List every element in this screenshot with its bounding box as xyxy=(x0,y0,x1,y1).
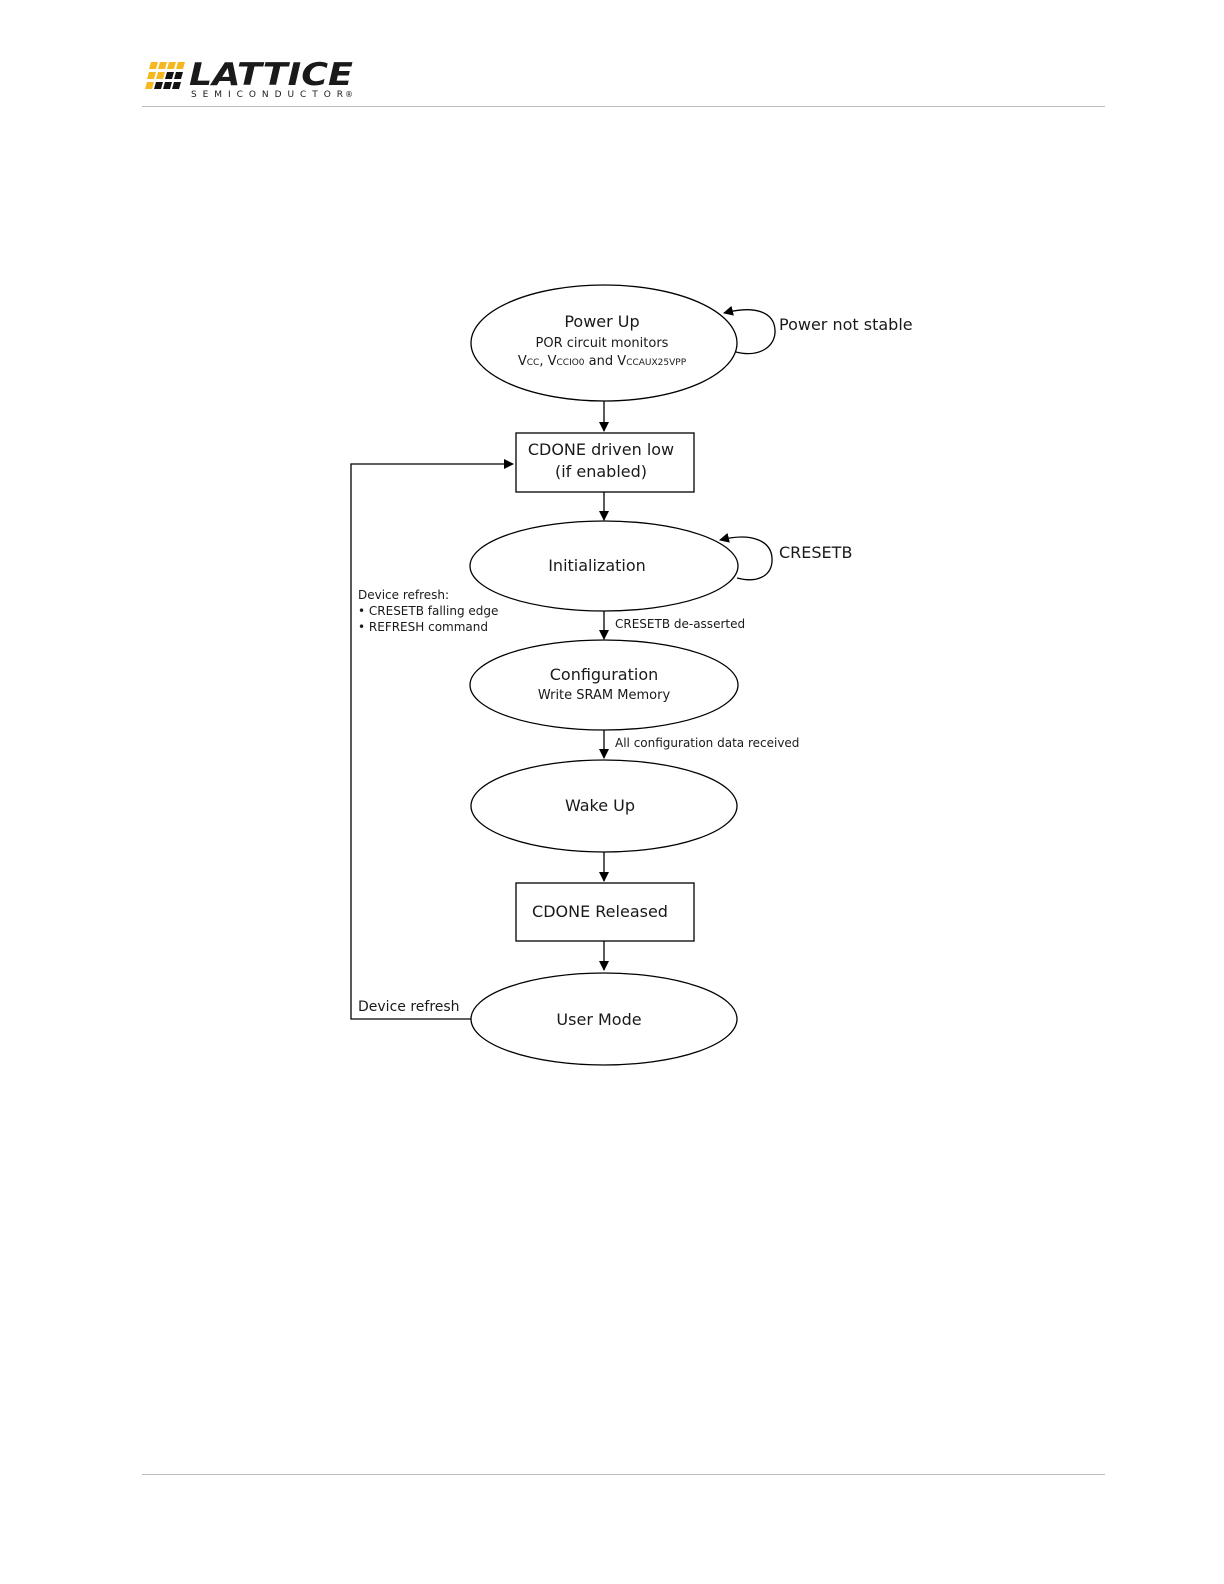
power-up-sep2: and xyxy=(585,354,618,369)
power-not-stable-loop xyxy=(723,305,776,355)
initialization-label: Initialization xyxy=(548,556,646,575)
power-up-title: Power Up xyxy=(564,312,639,331)
power-up-vccio-sub: CCIO0 xyxy=(557,358,585,368)
refresh-note-item: • CRESETB falling edge xyxy=(358,604,498,618)
logo-registered-mark: ® xyxy=(345,90,353,99)
cresetb-loop xyxy=(719,532,773,581)
configuration-state xyxy=(469,639,739,731)
power-up-vccaux: V xyxy=(617,354,626,369)
power-up-vccaux-sub: CCAUX25VPP xyxy=(626,358,687,368)
cdone-driven-low-box xyxy=(515,432,695,493)
power-not-stable-label: Power not stable xyxy=(779,315,913,334)
power-up-vcc-sub: CC xyxy=(527,358,540,368)
logo-wordmark: LATTICE xyxy=(189,58,353,93)
user-mode-label: User Mode xyxy=(556,1010,641,1029)
cresetb-loop-label: CRESETB xyxy=(779,543,852,562)
wake-up-label: Wake Up xyxy=(565,796,635,815)
cdone-low-line2: (if enabled) xyxy=(555,462,647,481)
refresh-note-item: • REFRESH command xyxy=(358,620,488,634)
configuration-subtitle: Write SRAM Memory xyxy=(538,688,671,703)
lattice-logo-graphic: LATTICE SEMICONDUCTOR ® xyxy=(145,57,353,100)
header-rule xyxy=(142,106,1105,107)
lattice-logo: LATTICE SEMICONDUCTOR ® xyxy=(144,57,359,100)
cdone-low-line1: CDONE driven low xyxy=(528,440,674,459)
cresetb-deasserted-label: CRESETB de-asserted xyxy=(615,617,745,631)
cdone-released-label: CDONE Released xyxy=(532,902,668,921)
data-received-label: All configuration data received xyxy=(615,736,799,750)
refresh-note-title: Device refresh: xyxy=(358,588,449,602)
lattice-grid-mark-icon xyxy=(145,62,185,89)
power-up-vcc: V xyxy=(518,354,527,369)
cdone-released-box xyxy=(515,882,695,942)
logo-subtext: SEMICONDUCTOR xyxy=(191,90,343,100)
device-refresh-label: Device refresh xyxy=(358,999,460,1015)
power-up-line2: POR circuit monitors xyxy=(536,336,669,351)
power-up-sep1: , xyxy=(539,354,547,369)
device-refresh-feedback-path xyxy=(350,459,514,1020)
power-up-vccio: V xyxy=(548,354,557,369)
power-up-line3: VCC, VCCIO0 and VCCAUX25VPP xyxy=(518,354,687,369)
configuration-title: Configuration xyxy=(550,665,659,684)
footer-rule xyxy=(142,1474,1105,1475)
